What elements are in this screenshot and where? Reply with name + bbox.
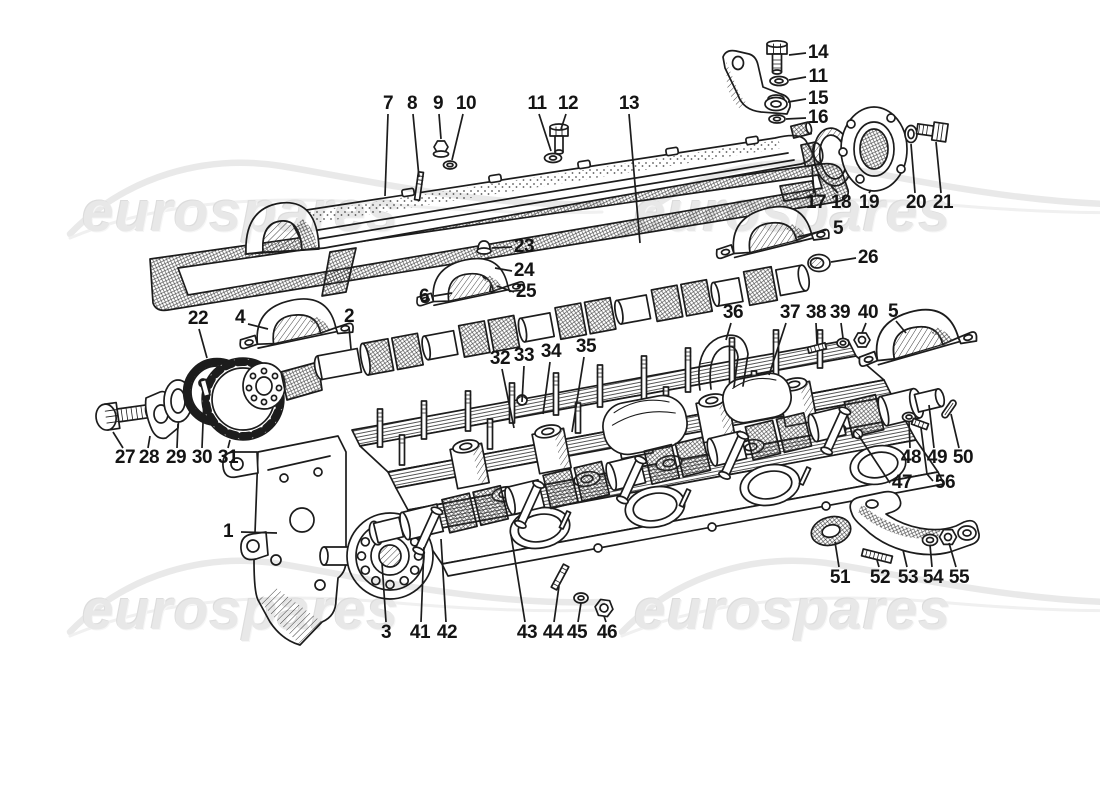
oil-pipe-36: [698, 334, 749, 391]
callout-55[interactable]: 55: [948, 567, 970, 588]
callout-8[interactable]: 8: [406, 93, 418, 114]
callout-52[interactable]: 52: [869, 567, 891, 588]
bearing-cap-5b: [858, 308, 978, 368]
callout-49[interactable]: 49: [926, 447, 948, 468]
intake-domes: [602, 334, 792, 456]
cap-nut-23: [476, 240, 492, 255]
callout-26[interactable]: 26: [857, 247, 879, 268]
callout-35[interactable]: 35: [575, 336, 597, 357]
washer-39: [836, 337, 850, 349]
callout-42[interactable]: 42: [436, 622, 458, 643]
bolt-14: [766, 39, 788, 75]
nut-9: [432, 140, 450, 158]
callout-15[interactable]: 15: [807, 88, 829, 109]
callout-4[interactable]: 4: [234, 307, 246, 328]
washer-11b: [769, 75, 789, 87]
cam-hub-flange: [242, 362, 286, 410]
callout-33[interactable]: 33: [513, 345, 535, 366]
callout-28[interactable]: 28: [138, 447, 160, 468]
camshaft-upper: [313, 264, 811, 381]
callout-23[interactable]: 23: [513, 236, 535, 257]
callout-1[interactable]: 1: [222, 521, 234, 542]
callout-11[interactable]: 11: [808, 66, 828, 87]
callout-7[interactable]: 7: [382, 93, 394, 114]
mount-bracket-15: [722, 39, 791, 124]
callout-10[interactable]: 10: [455, 93, 477, 114]
callout-2[interactable]: 2: [343, 306, 355, 327]
callout-24[interactable]: 24: [513, 260, 535, 281]
bolt-21: [915, 121, 949, 143]
callout-38[interactable]: 38: [805, 302, 827, 323]
callout-56[interactable]: 56: [934, 472, 956, 493]
callout-45[interactable]: 45: [566, 622, 588, 643]
bearing-cap-4: [239, 298, 354, 350]
nut-40: [853, 332, 871, 348]
callout-27[interactable]: 27: [114, 447, 136, 468]
callout-41[interactable]: 41: [409, 622, 431, 643]
callout-16[interactable]: 16: [807, 107, 829, 128]
callout-48[interactable]: 48: [900, 447, 922, 468]
callout-32[interactable]: 32: [489, 348, 511, 369]
nut-55: [938, 528, 958, 546]
callout-54[interactable]: 54: [922, 567, 944, 588]
cup-plug-26: [807, 253, 831, 273]
callout-14[interactable]: 14: [807, 42, 829, 63]
callout-17[interactable]: 17: [805, 192, 827, 213]
callout-53[interactable]: 53: [897, 567, 919, 588]
callout-37[interactable]: 37: [779, 302, 801, 323]
callout-11[interactable]: 11: [527, 93, 547, 114]
camshaft-lower: [368, 387, 946, 556]
callout-20[interactable]: 20: [905, 192, 927, 213]
callout-46[interactable]: 46: [596, 622, 618, 643]
callout-9[interactable]: 9: [432, 93, 444, 114]
grub-screw: [789, 121, 813, 139]
callout-12[interactable]: 12: [557, 93, 579, 114]
callout-39[interactable]: 39: [829, 302, 851, 323]
callout-30[interactable]: 30: [191, 447, 213, 468]
callout-40[interactable]: 40: [857, 302, 879, 323]
callout-29[interactable]: 29: [165, 447, 187, 468]
callout-36[interactable]: 36: [722, 302, 744, 323]
stud-56: [910, 417, 930, 431]
callout-31[interactable]: 31: [217, 447, 239, 468]
pin-50: [941, 399, 957, 419]
callout-51[interactable]: 51: [829, 567, 851, 588]
callout-13[interactable]: 13: [618, 93, 640, 114]
callout-22[interactable]: 22: [187, 308, 209, 329]
callout-50[interactable]: 50: [952, 447, 974, 468]
callout-5[interactable]: 5: [887, 301, 899, 322]
callout-5[interactable]: 5: [832, 218, 844, 239]
callout-34[interactable]: 34: [540, 341, 562, 362]
callout-25[interactable]: 25: [515, 281, 537, 302]
callout-43[interactable]: 43: [516, 622, 538, 643]
bracket-group: [810, 490, 980, 564]
timing-gear-cluster: [95, 357, 323, 441]
callout-47[interactable]: 47: [891, 472, 913, 493]
callout-3[interactable]: 3: [380, 622, 392, 643]
stud-38: [806, 341, 828, 355]
callout-21[interactable]: 21: [932, 192, 954, 213]
callout-18[interactable]: 18: [830, 192, 852, 213]
callout-6[interactable]: 6: [418, 286, 430, 307]
callout-19[interactable]: 19: [858, 192, 880, 213]
washer-16: [768, 114, 786, 124]
callout-44[interactable]: 44: [542, 622, 564, 643]
dowel-30: [199, 378, 211, 398]
